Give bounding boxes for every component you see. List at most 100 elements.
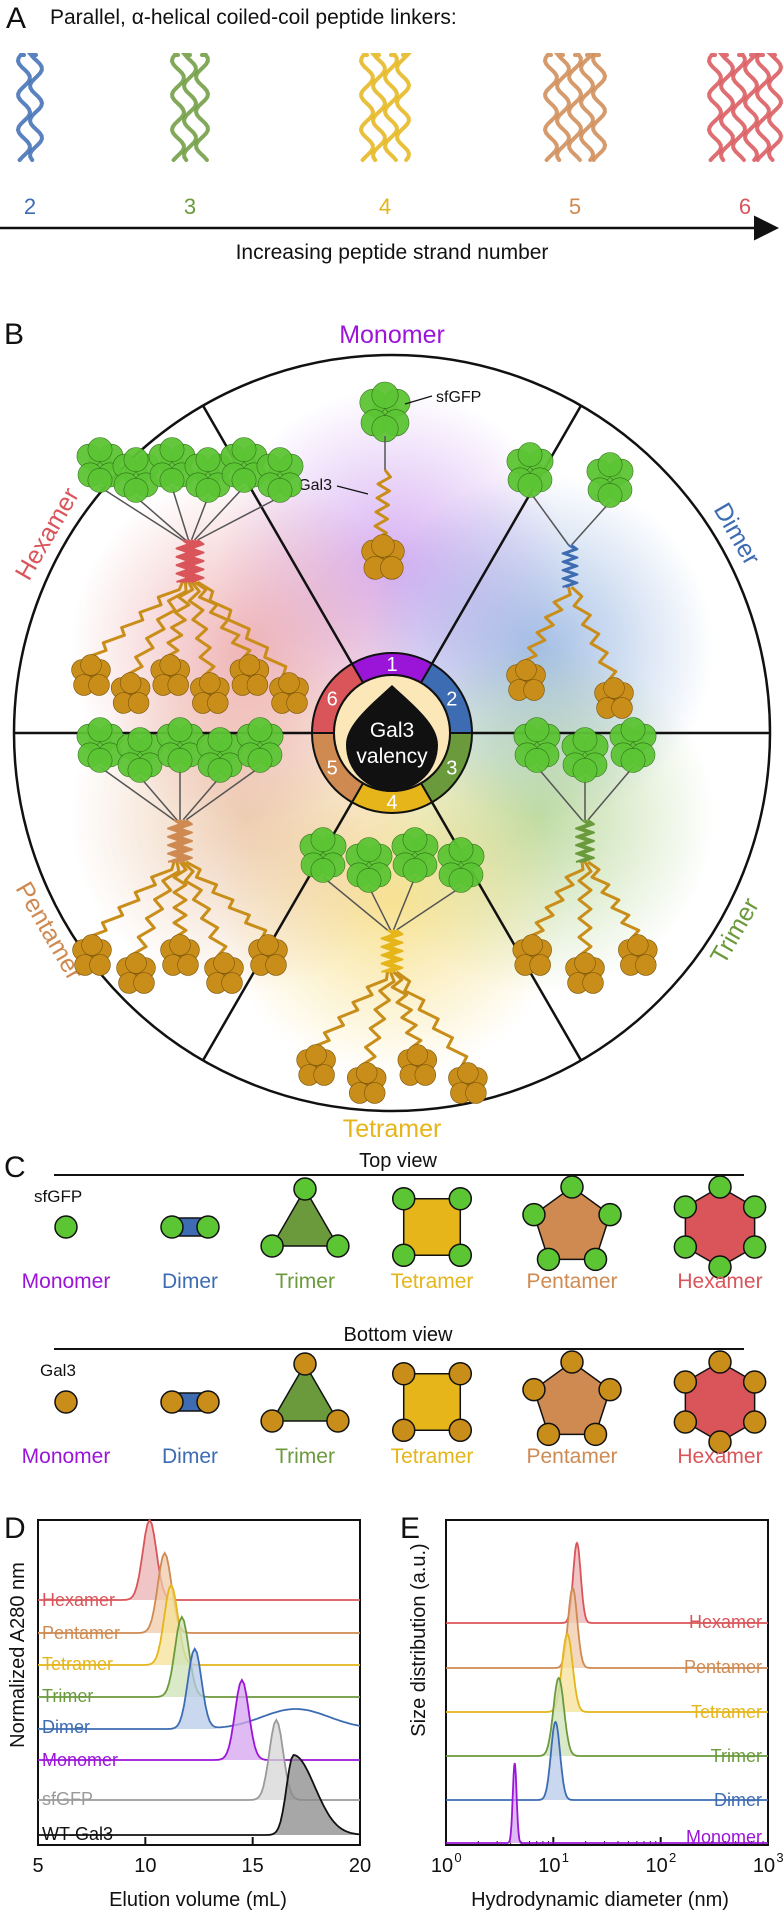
center-label-gal3: Gal3 [370, 719, 414, 742]
plot-d-frame [37, 1519, 361, 1846]
sector-title-hexamer: Hexamer [10, 483, 85, 585]
e-xtick-exp-2: 2 [669, 1850, 676, 1865]
pentamer-construct [72, 717, 288, 994]
sfgfp-domain [345, 837, 393, 893]
top-view-trimer [260, 1177, 350, 1258]
gal3-domain [512, 934, 552, 976]
e-peak-area-4 [536, 1722, 575, 1800]
gal3-domain [269, 672, 309, 714]
gal3-domain [248, 934, 288, 976]
gal3-domain [150, 654, 190, 696]
ring-number-1: 1 [386, 654, 397, 676]
gal3-domain [160, 934, 200, 976]
bottom-view-tetramer [391, 1361, 473, 1443]
ring-number-3: 3 [446, 758, 457, 780]
panel-e-letter: E [400, 1512, 420, 1545]
gal3-domain [204, 952, 244, 994]
d-xtick-15: 15 [242, 1855, 264, 1877]
sfgfp-domain [561, 727, 609, 783]
top-view-hexamer [673, 1175, 767, 1279]
gal3-domain [448, 1062, 488, 1104]
d-trace-dimer [38, 1646, 361, 1730]
sfgfp-domain [299, 827, 347, 883]
gal3-domain [71, 654, 111, 696]
d-trace-wt-gal3 [38, 1753, 361, 1836]
d-label-sfgfp: sfGFP [42, 1789, 93, 1809]
sfgfp-domain [76, 717, 124, 773]
sector-title-tetramer: Tetramer [343, 1115, 442, 1143]
center-drop [346, 685, 438, 792]
d-peak-area-7 [267, 1755, 360, 1835]
d-label-hexamer: Hexamer [42, 1590, 115, 1610]
d-trace-pentamer [38, 1551, 360, 1634]
ring-number-6: 6 [327, 689, 338, 711]
e-label-dimer: Dimer [714, 1790, 762, 1810]
bottom-name-trimer: Trimer [275, 1445, 335, 1468]
gal3-domain [594, 677, 634, 719]
sfgfp-domain [506, 442, 554, 498]
e-xtick-2: 10 [646, 1855, 668, 1877]
e-label-hexamer: Hexamer [689, 1612, 762, 1632]
helix-bundle-6 [706, 53, 784, 162]
panel-e-xlabel: Hydrodynamic diameter (nm) [471, 1889, 729, 1911]
top-name-hexamer: Hexamer [677, 1270, 762, 1293]
e-xtick-1: 10 [538, 1855, 560, 1877]
top-name-dimer: Dimer [162, 1270, 218, 1293]
gal3-domain [347, 1062, 387, 1104]
bottom-view-dimer [160, 1390, 220, 1414]
sfgfp-domain [609, 717, 657, 773]
bottom-view-title: Bottom view [344, 1324, 453, 1346]
panel-e-ylabel: Size distribution (a.u.) [408, 1543, 430, 1736]
e-label-pentamer: Pentamer [684, 1657, 762, 1677]
top-legend-sfgfp: sfGFP [34, 1187, 82, 1206]
e-xtick-exp-0: 0 [454, 1850, 461, 1865]
gal3-domain [618, 934, 658, 976]
ring-number-2: 2 [446, 689, 457, 711]
d-xtick-10: 10 [134, 1855, 156, 1877]
helix-bundle-3 [169, 53, 211, 162]
coiled-coil-structures [15, 53, 784, 162]
hexamer-construct [71, 437, 309, 714]
sfgfp-domain [156, 717, 204, 773]
d-label-pentamer: Pentamer [42, 1623, 120, 1643]
e-xtick-exp-1: 1 [562, 1850, 569, 1865]
bottom-name-pentamer: Pentamer [526, 1445, 617, 1468]
d-peak-area-5 [216, 1680, 264, 1760]
top-view-shapes [54, 1175, 767, 1279]
top-name-pentamer: Pentamer [526, 1270, 617, 1293]
panel-d-xlabel: Elution volume (mL) [109, 1889, 287, 1911]
bottom-view-pentamer [522, 1350, 622, 1447]
valency-wheel: 123456Gal3valencyMonomerDimerTrimerTetra… [10, 321, 772, 1143]
bottom-name-monomer: Monomer [22, 1445, 111, 1468]
gal3-domain [110, 672, 151, 714]
top-name-monomer: Monomer [22, 1270, 111, 1293]
e-peak-area-1 [553, 1588, 592, 1668]
e-peak-area-3 [536, 1678, 582, 1756]
wheel-spoke [430, 405, 583, 665]
gal3-domain [229, 654, 270, 696]
bottom-view-hexamer [673, 1350, 767, 1454]
e-trace-hexamer [446, 1541, 768, 1624]
top-view-title: Top view [359, 1150, 437, 1172]
bottom-view-monomer [54, 1390, 78, 1414]
top-view-dimer [160, 1215, 220, 1239]
strand-number-4: 4 [379, 194, 391, 219]
gal3-domain [361, 534, 405, 580]
panel-b: B 123456Gal3valencyMonomerDimerTrimerTet… [4, 318, 772, 1143]
d-trace-monomer [38, 1678, 360, 1761]
e-xtick-0: 10 [431, 1855, 453, 1877]
d-xtick-20: 20 [349, 1855, 371, 1877]
sfgfp-domain [256, 447, 304, 503]
e-peak-area-2 [544, 1634, 590, 1712]
e-trace-monomer [446, 1762, 768, 1844]
e-trace-trimer [446, 1676, 768, 1757]
strand-number-5: 5 [569, 194, 581, 219]
gal3-callout: Gal3 [298, 477, 332, 494]
bottom-name-hexamer: Hexamer [677, 1445, 762, 1468]
gal3-domain [397, 1044, 437, 1086]
